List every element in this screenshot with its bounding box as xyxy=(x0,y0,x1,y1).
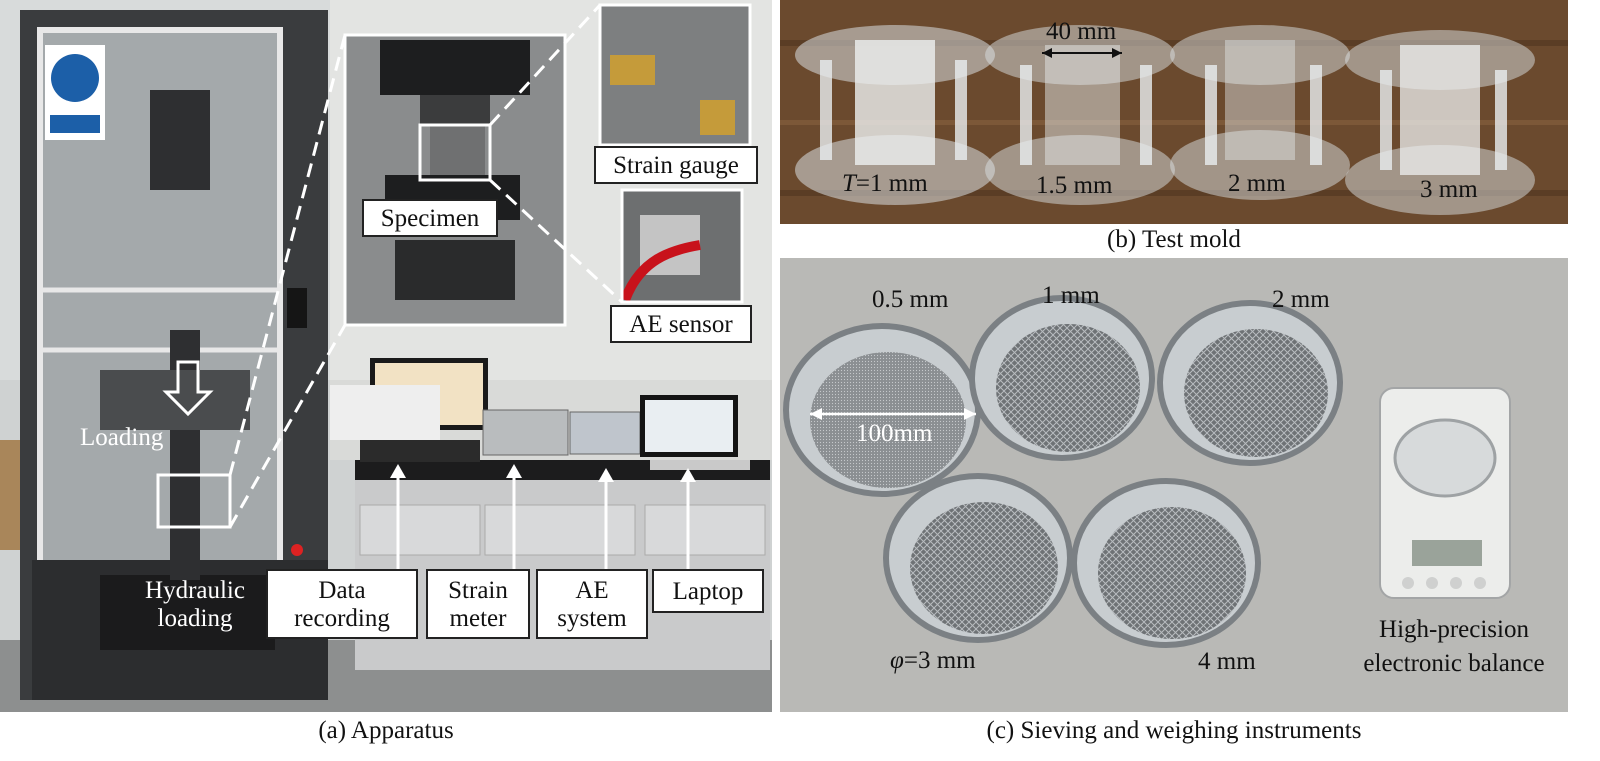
balance-label: High-precision electronic balance xyxy=(1348,613,1560,681)
sieve-phi-symbol: φ xyxy=(890,647,904,674)
sieve-3-value: =3 mm xyxy=(903,647,976,674)
sieve-label-1: 1 mm xyxy=(1042,282,1100,309)
panel-test-mold: 40 mm T=1 mm 1.5 mm 2 mm 3 mm xyxy=(780,0,1568,224)
mold-label-3: 2 mm xyxy=(1228,170,1286,197)
data-recording-line2: recording xyxy=(294,605,390,632)
caption-test-mold: (b) Test mold xyxy=(1107,226,1241,253)
sieve-label-05: 0.5 mm xyxy=(872,286,949,313)
caption-sieving: (c) Sieving and weighing instruments xyxy=(986,717,1362,744)
hydraulic-label-line1: Hydraulic xyxy=(145,577,245,604)
ae-sensor-label: AE sensor xyxy=(610,305,752,343)
sieving-photo xyxy=(780,258,1568,712)
balance-label-line2: electronic balance xyxy=(1363,650,1545,677)
sieve-label-4: 4 mm xyxy=(1198,648,1256,675)
strain-gauge-label: Strain gauge xyxy=(594,146,758,184)
sieve-label-3: φ=3 mm xyxy=(890,647,976,675)
strain-meter-line1: Strain xyxy=(448,577,508,604)
data-recording-line1: Data xyxy=(318,577,366,604)
mold-label-4: 3 mm xyxy=(1420,176,1478,203)
strain-meter-line2: meter xyxy=(449,605,507,632)
mold-label-2: 1.5 mm xyxy=(1036,172,1113,199)
hydraulic-label-line2: loading xyxy=(157,605,233,632)
mold-dim-label: 40 mm xyxy=(1046,18,1117,45)
data-recording-label: Data recording xyxy=(266,569,418,639)
diameter-label: 100mm xyxy=(856,420,933,447)
ae-system-label: AE system xyxy=(536,569,648,639)
hydraulic-loading-label: Hydraulic loading xyxy=(130,577,260,633)
mold-T-symbol: T xyxy=(842,170,856,197)
apparatus-photo xyxy=(0,0,772,712)
strain-meter-label: Strain meter xyxy=(426,569,530,639)
specimen-label: Specimen xyxy=(362,199,498,237)
test-mold-photo xyxy=(780,0,1568,224)
ae-system-line1: AE xyxy=(575,577,609,604)
loading-label: Loading xyxy=(80,424,164,451)
laptop-label: Laptop xyxy=(652,569,764,613)
mold-1-value: =1 mm xyxy=(855,170,928,197)
panel-apparatus: Loading Hydraulic loading Specimen Strai… xyxy=(0,0,772,712)
ae-system-line2: system xyxy=(557,605,627,632)
panel-sieving: 0.5 mm 1 mm 2 mm φ=3 mm 4 mm 100mm High-… xyxy=(780,258,1568,712)
balance-label-line1: High-precision xyxy=(1379,616,1529,643)
caption-apparatus: (a) Apparatus xyxy=(318,717,454,744)
mold-label-1: T=1 mm xyxy=(842,170,928,198)
sieve-label-2: 2 mm xyxy=(1272,286,1330,313)
